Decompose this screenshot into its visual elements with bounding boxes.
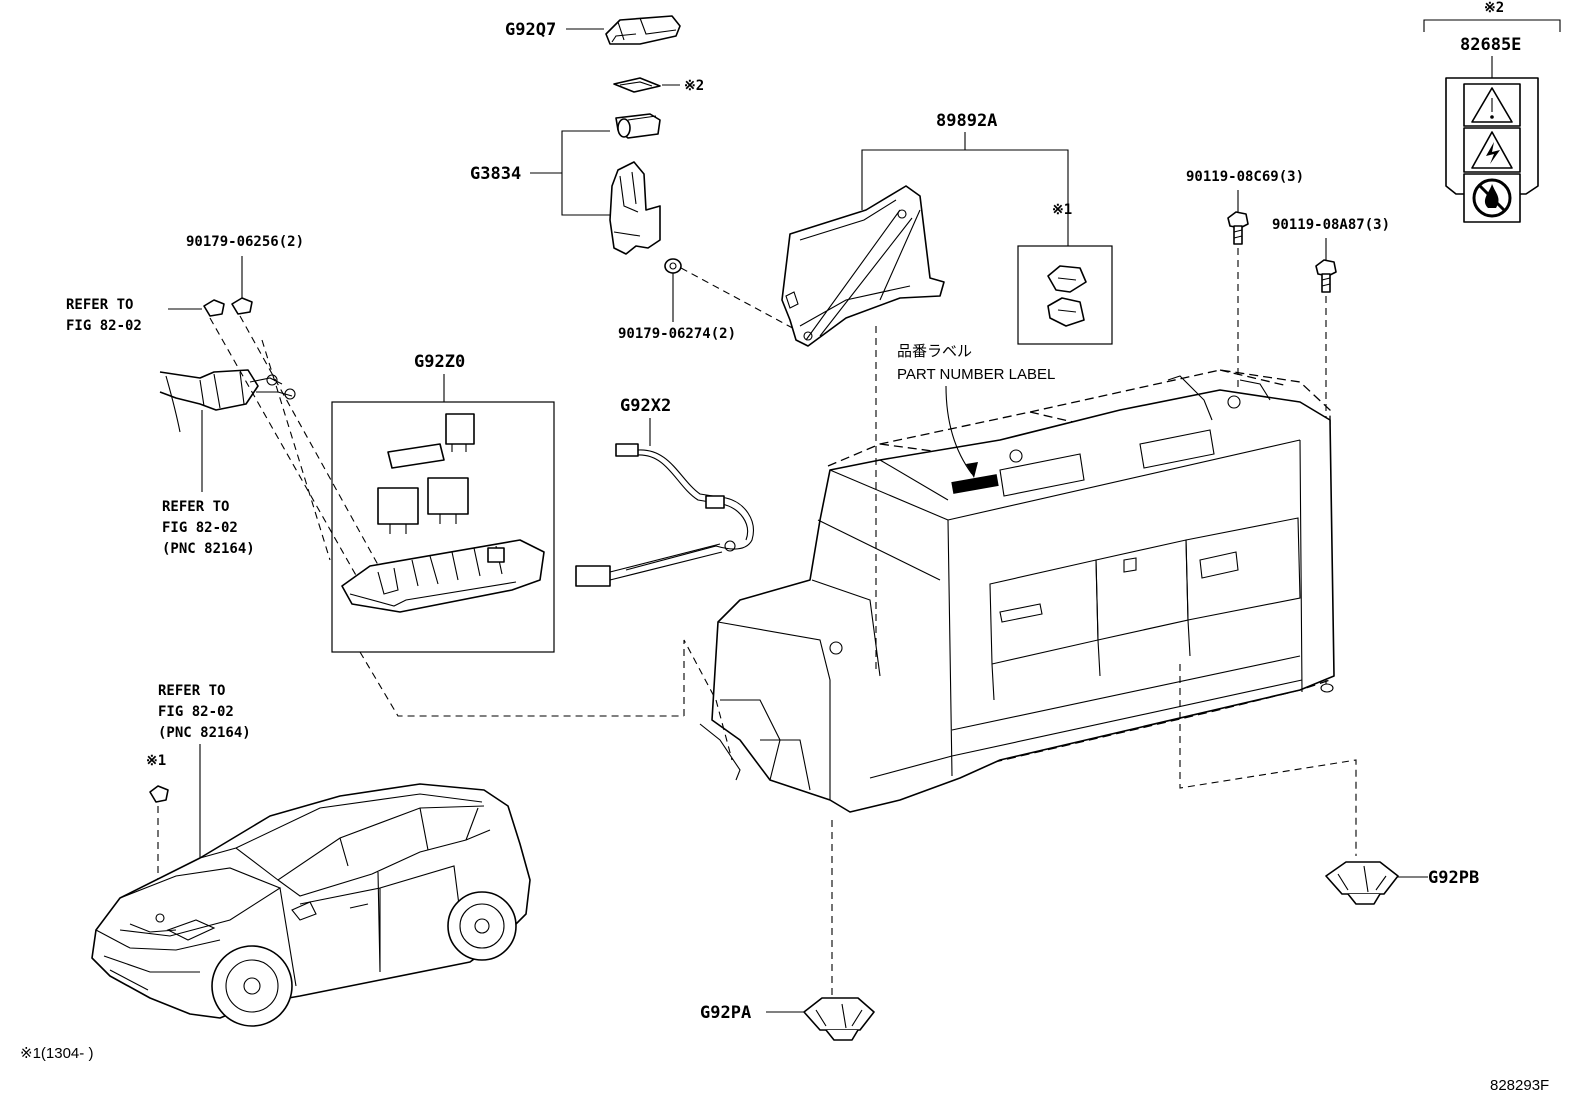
nut-90179-06274 — [664, 258, 682, 274]
bolt-08c69-label: 90119-08C69(3) — [1186, 169, 1304, 185]
fig-1: FIG 82-02 — [66, 318, 142, 334]
clip-06256-label: 90179-06256(2) — [186, 234, 304, 250]
nut-dash — [680, 267, 801, 333]
g92x2-wire — [575, 443, 754, 587]
high-voltage-icon — [1471, 131, 1513, 169]
clip-box — [1017, 245, 1113, 345]
label-arrow — [966, 462, 978, 478]
relay-block — [341, 413, 545, 613]
clip-dash-c — [261, 339, 331, 561]
clip-part — [1047, 265, 1087, 327]
no-fire-icon — [1472, 178, 1512, 218]
bolt-90119-08c69 — [1227, 211, 1249, 245]
p82685e-bracket — [1423, 19, 1561, 32]
warning-icon — [1471, 87, 1513, 123]
refer-to-3: REFER TO — [158, 683, 225, 699]
pnc-3: (PNC 82164) — [158, 725, 251, 741]
g92pa-grommet — [803, 997, 875, 1041]
label-leader — [945, 385, 973, 475]
g92z0-label: G92Z0 — [414, 352, 465, 372]
fig-2: FIG 82-02 — [162, 520, 238, 536]
pnc-2: (PNC 82164) — [162, 541, 255, 557]
note2-marker: ※2 — [684, 78, 704, 94]
note1-marker-b: ※1 — [146, 753, 166, 769]
clip-dash-a — [209, 317, 371, 601]
bolt-90119-08a87 — [1315, 259, 1337, 293]
small-tag — [613, 77, 661, 93]
g92pa-label: G92PA — [700, 1003, 751, 1023]
hybrid-battery-assembly — [699, 369, 1335, 813]
relay-dash-b — [683, 639, 733, 761]
wire-harness — [159, 369, 296, 433]
vehicle-illustration — [91, 783, 531, 1027]
g3834-cap — [615, 113, 661, 139]
p89892a-label: 89892A — [936, 111, 997, 131]
fig-3: FIG 82-02 — [158, 704, 234, 720]
g3834-bracket — [561, 130, 610, 216]
g3834-label: G3834 — [470, 164, 521, 184]
car-clip — [149, 785, 169, 803]
p82685e-label: 82685E — [1460, 35, 1521, 55]
clip-dash-b — [239, 315, 393, 591]
g92q7-label: G92Q7 — [505, 20, 556, 40]
label-en: PART NUMBER LABEL — [897, 366, 1055, 383]
clip-90179-06256 — [203, 297, 253, 317]
g92pb-grommet — [1325, 861, 1399, 905]
g92q7-cover — [605, 15, 681, 45]
ecu-89892a — [781, 185, 945, 347]
g92z0-box — [331, 401, 555, 653]
relay-dash — [359, 651, 684, 717]
g92pb-dash — [1179, 664, 1357, 856]
note2-marker-b: ※2 — [1484, 0, 1504, 16]
note1-marker-a: ※1 — [1052, 202, 1072, 218]
refer-to-2: REFER TO — [162, 499, 229, 515]
footnote: ※1(1304- ) — [20, 1045, 93, 1062]
g3834-holder — [609, 161, 661, 255]
bolt-08a87-label: 90119-08A87(3) — [1272, 217, 1390, 233]
nut-label: 90179-06274(2) — [618, 326, 736, 342]
diagram-id: 828293F — [1490, 1077, 1549, 1094]
g92x2-label: G92X2 — [620, 396, 671, 416]
part-number-label-mark — [951, 474, 999, 494]
g92pb-label: G92PB — [1428, 868, 1479, 888]
refer-to-1: REFER TO — [66, 297, 133, 313]
label-jp: 品番ラベル — [897, 343, 972, 360]
